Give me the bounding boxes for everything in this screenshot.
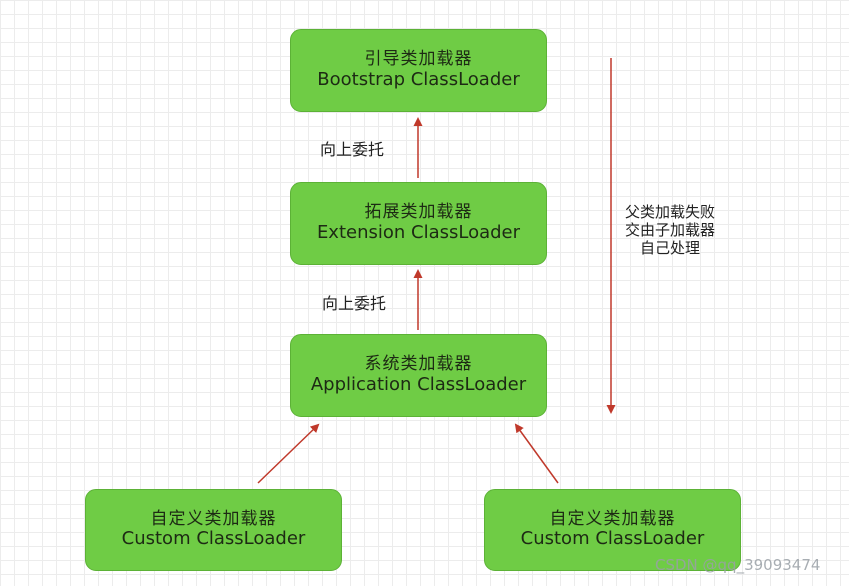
extension-zh-label: 拓展类加载器 (364, 202, 473, 223)
application-en-label: Application ClassLoader (310, 373, 527, 395)
custom-right-zh-label: 自定义类加载器 (549, 508, 676, 529)
custom-classloader-left-node: 自定义类加载器 Custom ClassLoader (85, 489, 342, 571)
csdn-watermark: CSDN @qq_39093474 (655, 556, 821, 574)
fallback-note-line-2: 交由子加载器 (624, 221, 715, 239)
fallback-note-line-1: 父类加载失败 (624, 203, 715, 221)
extension-classloader-node: 拓展类加载器 Extension ClassLoader (290, 182, 547, 265)
delegate-up-label-middle: 向上委托 (322, 294, 387, 313)
fallback-note: 父类加载失败 交由子加载器 自己处理 (610, 203, 730, 257)
bootstrap-en-label: Bootstrap ClassLoader (317, 68, 520, 90)
arrow-custom-right-to-application (514, 423, 559, 484)
custom-left-en-label: Custom ClassLoader (121, 528, 306, 550)
custom-left-zh-label: 自定义类加载器 (150, 508, 277, 529)
application-zh-label: 系统类加载器 (364, 354, 473, 375)
custom-right-en-label: Custom ClassLoader (520, 528, 705, 550)
bootstrap-classloader-node: 引导类加载器 Bootstrap ClassLoader (290, 29, 547, 112)
extension-en-label: Extension ClassLoader (316, 221, 521, 243)
application-classloader-node: 系统类加载器 Application ClassLoader (290, 334, 547, 417)
custom-classloader-right-node: 自定义类加载器 Custom ClassLoader (484, 489, 741, 571)
fallback-note-line-3: 自己处理 (639, 239, 700, 257)
delegate-up-label-top: 向上委托 (320, 140, 385, 159)
arrow-custom-left-to-application (257, 423, 320, 484)
bootstrap-zh-label: 引导类加载器 (364, 49, 473, 70)
